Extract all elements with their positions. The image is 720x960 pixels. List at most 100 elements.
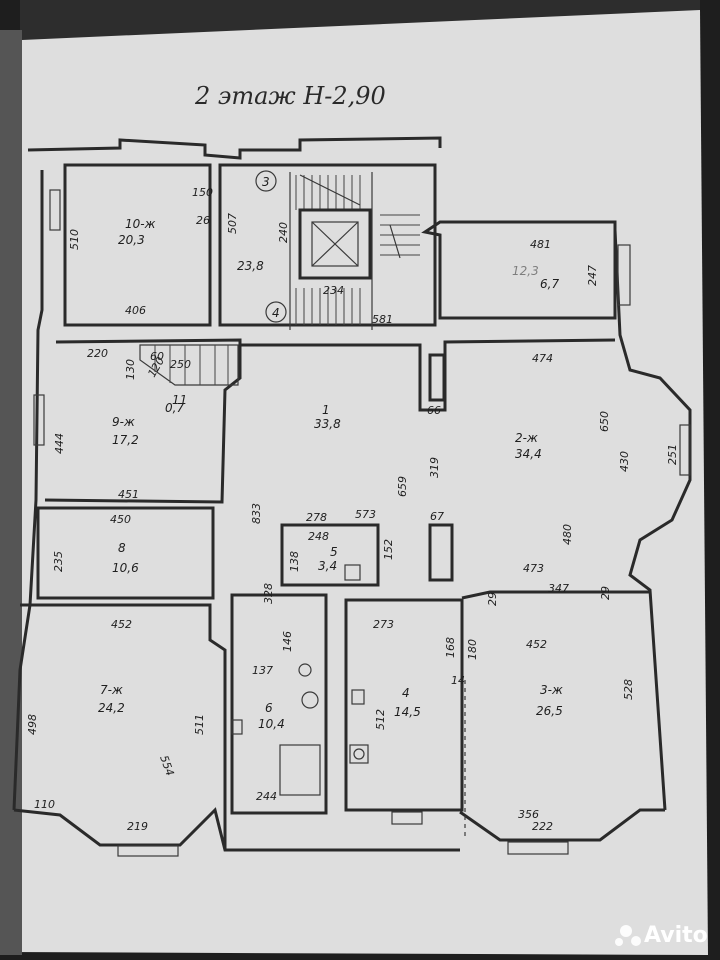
room-12-area: 6,7 (540, 277, 559, 291)
dim-406: 406 (125, 304, 146, 317)
dim-511: 511 (193, 714, 206, 735)
dim-180: 180 (466, 639, 479, 660)
windows (33, 189, 691, 857)
stair-marker-4 (265, 301, 287, 323)
dim-240: 240 (277, 222, 290, 243)
dim-510: 510 (68, 229, 81, 250)
dim-659: 659 (396, 476, 409, 497)
dim-222: 222 (532, 820, 553, 833)
room-7-number: 7-ж (100, 683, 123, 697)
column (428, 353, 446, 402)
dim-29-right: 29 (599, 586, 612, 600)
dim-480: 480 (561, 524, 574, 545)
room-11-number: 11 (172, 393, 187, 407)
elevator-shaft (298, 208, 372, 280)
room-12-outline (421, 220, 617, 320)
room-3-top-wall (461, 590, 650, 600)
dim-347: 347 (548, 582, 569, 595)
dim-450: 450 (110, 513, 131, 526)
dim-473: 473 (523, 562, 544, 575)
dim-244: 244 (256, 790, 277, 803)
dim-319: 319 (428, 457, 441, 478)
dim-130: 130 (124, 359, 137, 380)
dim-328: 328 (262, 583, 275, 604)
paper-sheet (5, 10, 708, 955)
dim-451: 451 (118, 488, 139, 501)
room-9-outline (44, 338, 242, 504)
room-8-outline (36, 506, 215, 600)
dim-512: 512 (374, 709, 387, 730)
dim-67: 67 (430, 510, 444, 523)
room-10-area: 20,3 (118, 233, 145, 247)
room-1-area: 33,8 (314, 417, 341, 431)
dim-507: 507 (226, 213, 239, 234)
dim-474: 474 (532, 352, 553, 365)
room-4-number: 4 (402, 686, 410, 700)
dim-14: 14 (451, 674, 465, 687)
room-2-area: 34,4 (515, 447, 542, 461)
dim-137: 137 (252, 664, 273, 677)
room-7-area: 24,2 (98, 701, 125, 715)
room-5-area: 3,4 (318, 559, 337, 573)
outer-wall-bottom-right (459, 808, 665, 842)
dim-573: 573 (355, 508, 376, 521)
dim-220: 220 (87, 347, 108, 360)
outer-wall-top (27, 136, 442, 160)
avito-watermark: Avito (615, 923, 708, 948)
room-3-number: 3-ж (540, 683, 563, 697)
watermark-text: Avito (644, 923, 708, 948)
room-12-number: 12,3 (512, 264, 539, 278)
outer-wall-right (613, 229, 692, 811)
dim-273: 273 (373, 618, 394, 631)
dim-234: 234 (323, 284, 344, 297)
dim-278: 278 (306, 511, 327, 524)
small-stair (139, 344, 239, 386)
dim-452-right: 452 (526, 638, 547, 651)
stair-marker-3 (255, 170, 277, 192)
dim-168: 168 (444, 637, 457, 658)
stair-marker-3-label: 3 (262, 175, 270, 189)
dim-150: 150 (192, 186, 213, 199)
dim-248: 248 (308, 530, 329, 543)
room-6-area: 10,4 (258, 717, 285, 731)
room-9-area: 17,2 (112, 433, 139, 447)
stair-marker-4-label: 4 (272, 306, 280, 320)
dim-235: 235 (52, 551, 65, 572)
dim-650: 650 (598, 411, 611, 432)
room-7-outline (20, 603, 227, 850)
room-8-number: 8 (118, 541, 126, 555)
dim-66: 66 (427, 404, 441, 417)
plan-title: 2 этаж Н-2,90 (194, 82, 386, 110)
room-2-number: 2-ж (515, 431, 538, 445)
room-5-outline (280, 523, 380, 587)
room-4-outline (344, 598, 464, 812)
dim-528: 528 (622, 679, 635, 700)
dim-430: 430 (618, 451, 631, 472)
room-10-outline (63, 163, 212, 327)
dim-498: 498 (26, 714, 39, 735)
dim-60: 60 (150, 350, 164, 363)
room-4-area: 14,5 (394, 705, 421, 719)
dim-247: 247 (586, 265, 599, 286)
room-3-area: 26,5 (536, 704, 563, 718)
hall-top-wall (240, 338, 616, 412)
stair-hall-area: 23,8 (237, 259, 264, 273)
dim-110: 110 (34, 798, 55, 811)
room-5-number: 5 (330, 545, 338, 559)
dim-833: 833 (250, 503, 263, 524)
dim-581: 581 (372, 313, 393, 326)
room-10-number: 10-ж (125, 217, 156, 231)
room-8-area: 10,6 (112, 561, 139, 575)
dim-251: 251 (666, 444, 679, 465)
dim-146: 146 (281, 631, 294, 652)
left-edge (0, 30, 22, 955)
room-6-outline (230, 593, 328, 815)
dim-219: 219 (127, 820, 148, 833)
chimney (428, 523, 454, 582)
dim-356: 356 (518, 808, 539, 821)
room-9-number: 9-ж (112, 415, 135, 429)
room-1-number: 1 (322, 403, 330, 417)
dim-138: 138 (288, 551, 301, 572)
